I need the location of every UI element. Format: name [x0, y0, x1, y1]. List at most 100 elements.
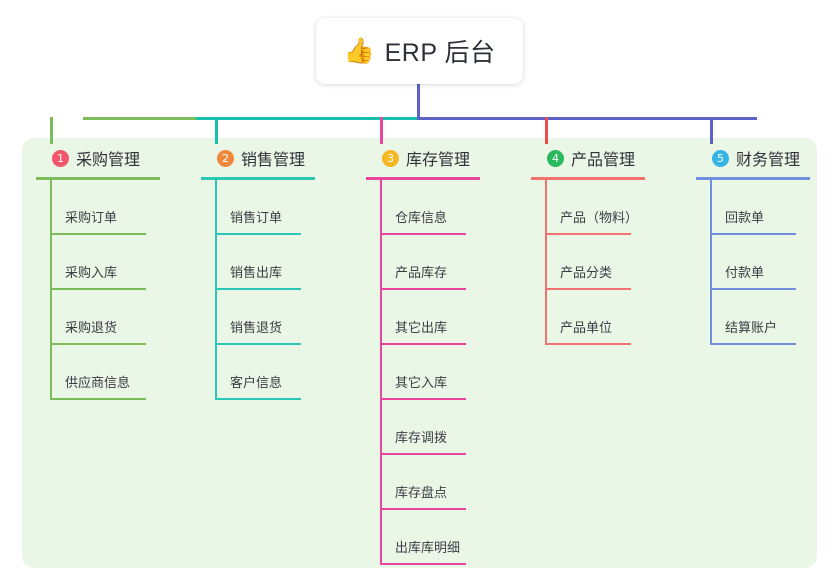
drop-connector-1: [50, 117, 53, 144]
list-item-label: 付款单: [725, 265, 765, 280]
column-销售管理: 2 销售管理销售订单销售出库销售退货客户信息: [201, 146, 315, 400]
column-badge-4: 4: [547, 149, 564, 167]
list-item-label: 仓库信息: [395, 210, 448, 225]
list-item-rule: [380, 343, 466, 345]
column-title: 产品管理: [571, 152, 636, 169]
list-item-label: 库存调拨: [395, 430, 448, 445]
list-item[interactable]: 出库库明细: [366, 510, 480, 565]
list-item[interactable]: 产品库存: [366, 235, 480, 290]
column-badge-2: 2: [217, 149, 234, 167]
list-item[interactable]: 销售出库: [201, 235, 315, 290]
list-item[interactable]: 产品（物料）: [531, 180, 645, 235]
list-item-label: 其它入库: [395, 375, 448, 390]
bus-segment-3: [417, 117, 757, 120]
list-item-rule: [215, 398, 301, 400]
drop-connector-5: [710, 117, 713, 144]
column-items: 采购订单采购入库采购退货供应商信息: [36, 180, 160, 400]
thumbs-up-icon: 👍: [343, 36, 375, 65]
list-item-rule: [50, 343, 146, 345]
list-item[interactable]: 采购入库: [36, 235, 160, 290]
list-item-rule: [545, 288, 631, 290]
list-item[interactable]: 付款单: [696, 235, 810, 290]
list-item[interactable]: 销售退货: [201, 290, 315, 345]
list-item-rule: [50, 288, 146, 290]
list-item[interactable]: 回款单: [696, 180, 810, 235]
column-header-rule: [531, 177, 645, 180]
drop-connector-2: [215, 117, 218, 144]
column-header-4[interactable]: 4 产品管理: [531, 146, 645, 170]
list-item-label: 产品分类: [560, 265, 613, 280]
list-item-label: 采购退货: [65, 320, 118, 335]
list-item-label: 结算账户: [725, 320, 778, 335]
column-header-1[interactable]: 1 采购管理: [36, 146, 160, 170]
list-item-label: 采购订单: [65, 210, 118, 225]
list-item[interactable]: 供应商信息: [36, 345, 160, 400]
list-item-label: 客户信息: [230, 375, 283, 390]
list-item-label: 回款单: [725, 210, 765, 225]
list-item-rule: [710, 233, 796, 235]
list-item-rule: [50, 233, 146, 235]
list-item[interactable]: 库存调拨: [366, 400, 480, 455]
column-badge-1: 1: [52, 149, 69, 167]
diagram-panel: [22, 138, 817, 568]
list-item-label: 产品单位: [560, 320, 613, 335]
drop-connector-3: [380, 117, 383, 144]
list-item[interactable]: 客户信息: [201, 345, 315, 400]
list-item-rule: [710, 288, 796, 290]
column-spine: [545, 180, 547, 345]
list-item-label: 供应商信息: [65, 375, 131, 390]
list-item[interactable]: 其它出库: [366, 290, 480, 345]
column-产品管理: 4 产品管理产品（物料） 产品分类产品单位: [531, 146, 645, 345]
list-item-rule: [710, 343, 796, 345]
list-item-rule: [545, 233, 631, 235]
root-stem-connector: [417, 84, 420, 117]
root-node-title: ERP 后台: [384, 39, 496, 67]
column-header-rule: [36, 177, 160, 180]
list-item-label: 产品（物料）: [560, 210, 639, 225]
list-item[interactable]: 库存盘点: [366, 455, 480, 510]
column-采购管理: 1 采购管理采购订单采购入库采购退货供应商信息: [36, 146, 160, 400]
list-item-rule: [215, 343, 301, 345]
list-item[interactable]: 产品单位: [531, 290, 645, 345]
list-item-label: 销售退货: [230, 320, 283, 335]
list-item[interactable]: 采购退货: [36, 290, 160, 345]
list-item-rule: [50, 398, 146, 400]
column-items: 销售订单销售出库销售退货客户信息: [201, 180, 315, 400]
drop-connector-4: [545, 117, 548, 144]
column-items: 仓库信息产品库存其它出库其它入库库存调拨库存盘点出库库明细: [366, 180, 480, 565]
column-header-rule: [366, 177, 480, 180]
list-item-rule: [380, 288, 466, 290]
column-items: 回款单付款单结算账户: [696, 180, 810, 345]
list-item-rule: [380, 563, 466, 565]
root-node-erp-backend[interactable]: 👍 ERP 后台: [316, 18, 523, 84]
list-item[interactable]: 采购订单: [36, 180, 160, 235]
column-title: 财务管理: [736, 152, 801, 169]
list-item-rule: [215, 288, 301, 290]
list-item-rule: [380, 453, 466, 455]
list-item-label: 产品库存: [395, 265, 448, 280]
list-item-rule: [215, 233, 301, 235]
column-header-rule: [696, 177, 810, 180]
column-title: 销售管理: [241, 152, 306, 169]
list-item[interactable]: 其它入库: [366, 345, 480, 400]
list-item-label: 出库库明细: [395, 540, 461, 555]
list-item-rule: [545, 343, 631, 345]
list-item[interactable]: 仓库信息: [366, 180, 480, 235]
list-item-rule: [380, 398, 466, 400]
list-item-label: 库存盘点: [395, 485, 448, 500]
column-header-rule: [201, 177, 315, 180]
column-title: 库存管理: [406, 152, 471, 169]
list-item[interactable]: 结算账户: [696, 290, 810, 345]
list-item-label: 采购入库: [65, 265, 118, 280]
column-spine: [710, 180, 712, 345]
list-item[interactable]: 销售订单: [201, 180, 315, 235]
list-item-label: 其它出库: [395, 320, 448, 335]
column-title: 采购管理: [76, 152, 141, 169]
list-item[interactable]: 产品分类: [531, 235, 645, 290]
list-item-label: 销售订单: [230, 210, 283, 225]
column-header-2[interactable]: 2 销售管理: [201, 146, 315, 170]
column-spine: [50, 180, 52, 400]
